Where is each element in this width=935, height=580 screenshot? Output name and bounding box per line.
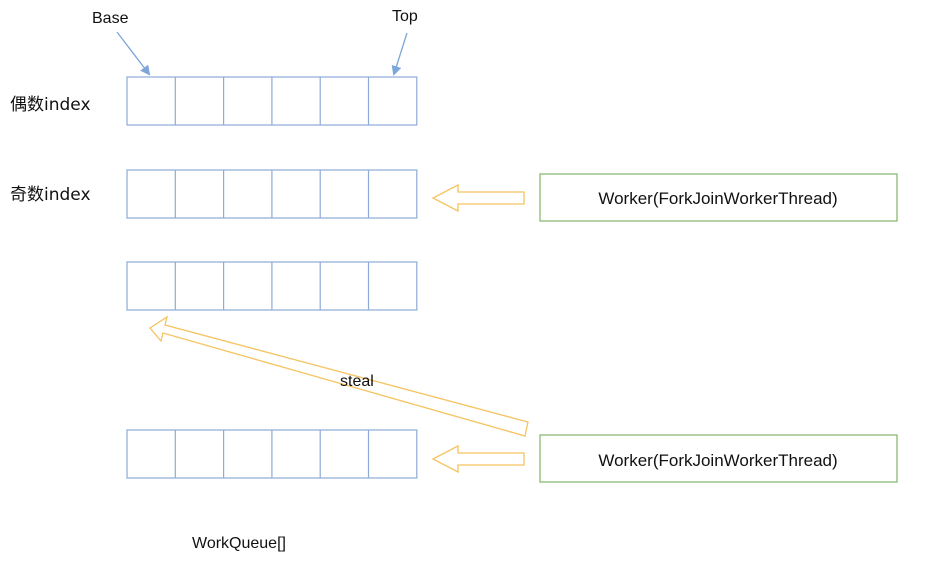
queue-1	[126, 169, 418, 219]
base-label: Base	[92, 10, 129, 27]
steal-label: steal	[340, 373, 374, 390]
worker-box-1: Worker(ForkJoinWorkerThread)	[539, 173, 898, 222]
workqueue-array-label: WorkQueue[]	[192, 535, 286, 552]
odd-index-label: 奇数index	[10, 185, 91, 205]
worker-label-1: Worker(ForkJoinWorkerThread)	[598, 189, 837, 208]
even-index-label: 偶数index	[10, 95, 91, 115]
queue-2	[126, 261, 418, 311]
worker-label-2: Worker(ForkJoinWorkerThread)	[598, 451, 837, 470]
base-pointer-arrow	[116, 31, 151, 76]
worker-box-2: Worker(ForkJoinWorkerThread)	[539, 434, 898, 483]
steal-arrow	[149, 315, 529, 437]
queue-0	[126, 76, 418, 126]
top-pointer-arrow	[391, 32, 408, 76]
queue-3	[126, 429, 418, 479]
push-arrow-2	[431, 444, 525, 474]
top-label: Top	[392, 8, 418, 25]
push-arrow-1	[431, 183, 525, 213]
